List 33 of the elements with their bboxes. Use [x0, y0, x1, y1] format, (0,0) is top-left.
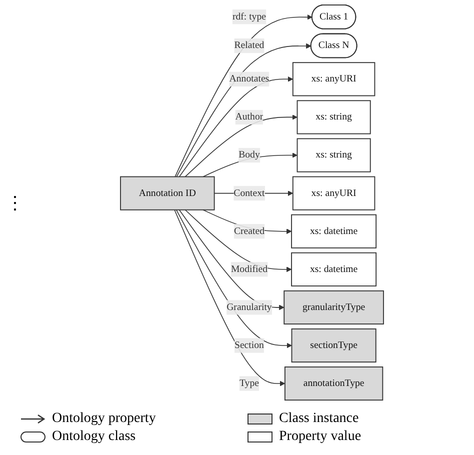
- edge-label: Created: [234, 226, 264, 236]
- node-box: xs: anyURI: [292, 176, 376, 210]
- arrow: [174, 14, 312, 178]
- node-box: xs: string: [296, 138, 371, 172]
- arrow: [178, 209, 284, 310]
- node-box: sectionType: [291, 328, 376, 362]
- edge-label: Author: [235, 112, 264, 122]
- legend-label: Property value: [279, 429, 362, 445]
- node-box: xs: string: [296, 100, 371, 134]
- arrow: [184, 114, 298, 178]
- edge-label: Modified: [230, 264, 268, 274]
- arrow: [176, 43, 312, 178]
- node-box: xs: anyURI: [292, 62, 376, 96]
- edge-label: Body: [238, 150, 260, 160]
- node-box: granularityType: [284, 290, 384, 324]
- edge-label: Granularity: [226, 302, 272, 312]
- edge-label: Section: [234, 340, 264, 350]
- legend-label: Ontology property: [52, 411, 156, 427]
- node-box: annotationType: [284, 366, 384, 401]
- edge-label: Type: [239, 378, 259, 388]
- arrow: [202, 152, 298, 178]
- node-box: xs: datetime: [291, 252, 377, 286]
- ellipsis-mark: ⋮: [6, 192, 24, 214]
- legend-label: Ontology class: [52, 429, 136, 445]
- edge-label: rdf: type: [232, 11, 266, 22]
- edge-label: Annotates: [229, 74, 270, 84]
- arrow: [178, 76, 294, 178]
- node-box: Annotation ID: [120, 176, 215, 210]
- arrow: [174, 209, 286, 386]
- legend-label: Class instance: [279, 411, 359, 427]
- edge-label: Related: [234, 40, 264, 51]
- node-box: xs: datetime: [291, 214, 377, 248]
- edge-label: Context: [234, 188, 265, 198]
